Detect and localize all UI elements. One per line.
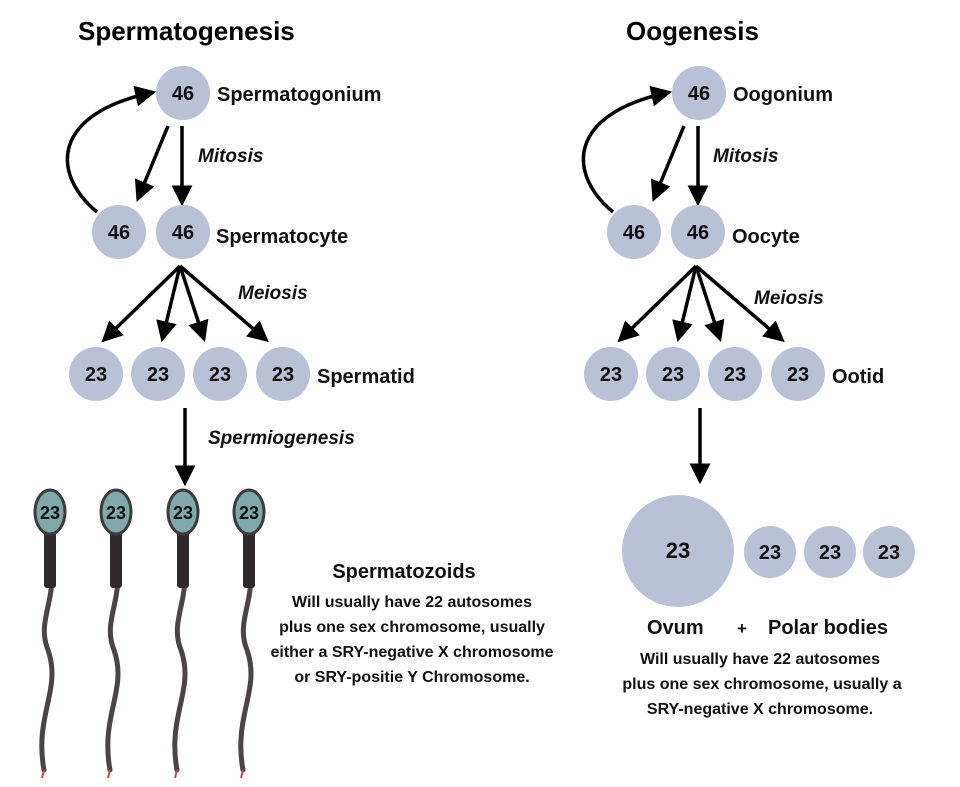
spermatozoids-note-line: plus one sex chromosome, usually [279,619,545,636]
spermatozoon-count: 23 [239,503,259,523]
ootid-cell: 23 [646,347,700,401]
spermatid-count: 23 [147,364,169,386]
spermatogonium-cell: 46 [156,66,210,120]
oogonium-count: 46 [688,83,710,105]
spermatozoon: 23 [232,488,266,779]
spermatozoids-note-line: Will usually have 22 autosomes [292,594,532,611]
sperm-meiosis-label: Meiosis [238,283,308,304]
polar-bodies-label: Polar bodies [768,617,888,639]
oo-renewal-count: 46 [623,222,645,244]
ootid-count: 23 [662,364,684,386]
spermiogenesis-label: Spermiogenesis [208,428,355,449]
spermatozoon: 23 [33,488,67,779]
renewal-arrow [65,85,157,214]
ootid-label: Ootid [832,366,884,388]
oogenesis-title: Oogenesis [626,16,759,46]
spermatogenesis-title: Spermatogenesis [78,16,295,46]
sperm-renewal-cell: 46 [92,205,146,259]
oogonium-label: Oogonium [733,84,833,106]
oo-meiosis-label: Meiosis [754,288,824,309]
spermatozoon: 23 [166,488,200,779]
spermatid-count: 23 [85,364,107,386]
oo-mitosis-label: Mitosis [713,146,778,167]
oogonium-cell: 46 [672,66,726,120]
ootid-count: 23 [724,364,746,386]
meiosis-arrow-3 [694,265,725,342]
polar-body-count: 23 [878,542,900,564]
mitosis-arrow-left [650,125,686,202]
spermatid-label: Spermatid [317,366,415,388]
polar-body-cell: 23 [804,526,856,578]
polar-body-count: 23 [819,542,841,564]
spermatid-cell: 23 [256,347,310,401]
meiosis-arrow-4 [694,264,785,343]
oocyte-cell: 46 [671,205,725,259]
plus-sign: + [737,619,747,638]
spermatogonium-label: Spermatogonium [217,84,381,106]
ovum-count: 23 [666,538,690,563]
polar-body-cell: 23 [863,526,915,578]
meiosis-arrow-1 [101,264,182,343]
sperm-renewal-count: 46 [108,222,130,244]
spermatocyte-count: 46 [172,222,194,244]
polar-body-count: 23 [759,542,781,564]
spermatid-cell: 23 [131,347,185,401]
spermatid-cell: 23 [193,347,247,401]
renewal-arrow [581,85,673,214]
oocyte-count: 46 [687,222,709,244]
oogenesis-arrows [581,85,785,485]
oogenesis-panel: Oogenesis 46 Oogonium Mitosis 46 46 Oocy… [581,16,915,718]
spermatid-cell: 23 [69,347,123,401]
ovum-note-line: plus one sex chromosome, usually a [622,676,901,693]
spermatogonium-count: 46 [172,83,194,105]
ootid-cell: 23 [708,347,762,401]
meiosis-arrow-4 [178,264,269,343]
spermatozoon-count: 23 [40,503,60,523]
spermatocyte-label: Spermatocyte [216,226,348,248]
ovum-cell: 23 [622,495,734,607]
spermatogenesis-arrows [65,85,269,487]
spermatozoids-note-line: either a SRY-negative X chromosome [270,644,553,661]
spermatozoon: 23 [99,488,133,779]
oocyte-label: Oocyte [732,226,800,248]
spermatid-count: 23 [209,364,231,386]
meiosis-arrow-2 [156,265,182,343]
ootid-cell: 23 [584,347,638,401]
spermatogenesis-panel: Spermatogenesis 46 Spermatogonium Mitosi… [33,16,554,779]
ootid-count: 23 [787,364,809,386]
ovum-label: Ovum [647,617,704,639]
spermatozoon-count: 23 [106,503,126,523]
spermatid-count: 23 [272,364,294,386]
polar-body-cell: 23 [744,526,796,578]
meiosis-arrow-3 [178,265,209,342]
ootid-count: 23 [600,364,622,386]
spermatozoids-note-line: or SRY-positie Y Chromosome. [294,669,529,686]
mitosis-arrow-left [134,125,170,202]
spermatozoon-count: 23 [173,503,193,523]
ootid-cell: 23 [771,347,825,401]
ovum-note-line: SRY-negative X chromosome. [647,701,873,718]
oo-renewal-cell: 46 [607,205,661,259]
sperm-mitosis-label: Mitosis [198,146,263,167]
meiosis-arrow-2 [672,265,698,343]
spermatozoids-title: Spermatozoids [332,561,475,583]
ovum-note-line: Will usually have 22 autosomes [640,651,880,668]
spermatocyte-cell: 46 [156,205,210,259]
meiosis-arrow-1 [617,264,698,343]
